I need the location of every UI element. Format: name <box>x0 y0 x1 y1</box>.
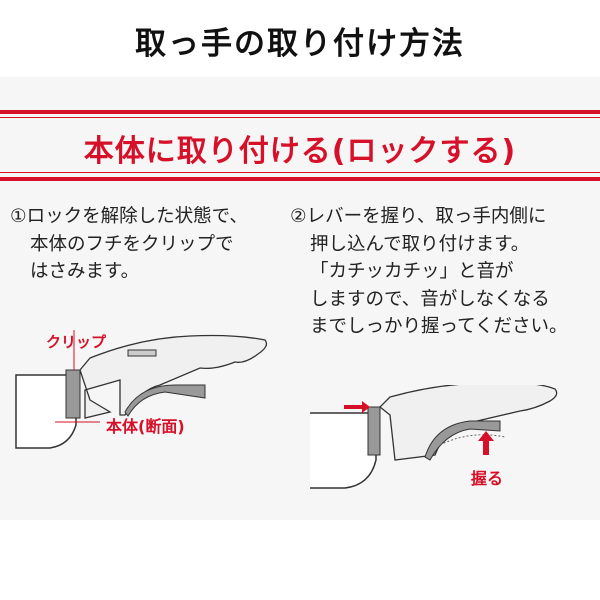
grip-label: 握る <box>471 469 504 488</box>
step-1: ①ロックを解除した状態で、 本体のフチをクリップで はさみます。 <box>10 203 248 286</box>
divider <box>0 177 600 181</box>
divider <box>0 117 600 118</box>
step-text: 本体のフチをクリップで <box>30 233 234 255</box>
step-text: はさみます。 <box>30 261 140 282</box>
step-text: ②レバーを握り、取っ手内側に <box>290 206 547 227</box>
clip-label: クリップ <box>46 333 107 351</box>
step-text: しますので、音がしなくなる <box>310 288 550 310</box>
divider <box>0 172 600 173</box>
up-arrow-icon <box>478 431 494 455</box>
handle-illustration-unlocked <box>15 330 268 449</box>
step-text: までしっかり握ってください。 <box>310 316 568 337</box>
body-section-label: 本体(断面) <box>106 417 185 436</box>
push-arrow-icon <box>344 401 370 413</box>
step-text: 押し込んで取り付けます。 <box>310 233 530 255</box>
handle-illustration-locked <box>310 385 558 489</box>
section-title: 本体に取り付ける(ロックする) <box>83 134 517 169</box>
step-2: ②レバーを握り、取っ手内側に 押し込んで取り付けます。 「カチッカチッ」と音が … <box>290 203 568 341</box>
step-text: 「カチッカチッ」と音が <box>310 261 514 282</box>
divider <box>0 110 600 114</box>
page-title: 取っ手の取り付け方法 <box>135 26 465 62</box>
instruction-panel <box>0 77 600 520</box>
step-text: ①ロックを解除した状態で、 <box>10 206 248 227</box>
